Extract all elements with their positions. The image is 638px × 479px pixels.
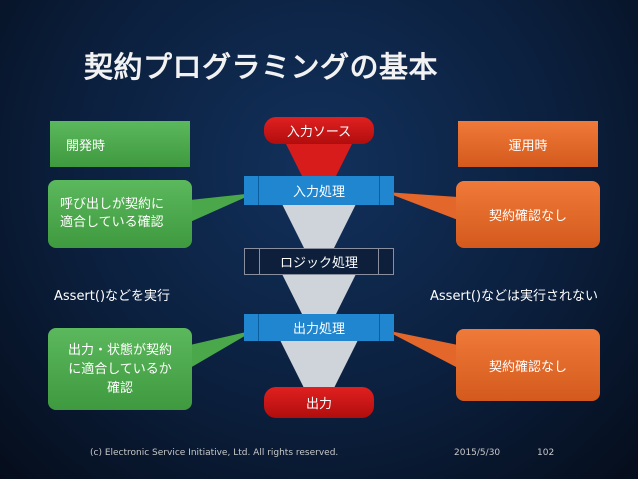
orange-pointer-input — [385, 192, 458, 220]
output-process-box: 出力処理 — [244, 314, 394, 341]
run-assert-text: Assert()などは実行されない — [430, 289, 599, 304]
input-source-box: 入力ソース — [264, 117, 374, 144]
output-box: 出力 — [264, 387, 374, 418]
green-pointer-output — [190, 330, 255, 368]
logic-process-box: ロジック処理 — [244, 248, 394, 275]
output-process-label: 出力処理 — [292, 322, 345, 337]
input-process-box: 入力処理 — [244, 176, 394, 205]
input-process-label: 入力処理 — [292, 185, 345, 200]
dev-output-check-line1: 出力・状態が契約 — [67, 342, 172, 358]
dev-assert-text: Assert()などを実行 — [54, 289, 171, 304]
run-output-check-callout: 契約確認なし — [456, 329, 600, 401]
dev-input-check-line1: 呼び出しが契約に — [60, 197, 165, 212]
slide-title: 契約プログラミングの基本 — [84, 50, 439, 84]
footer-copyright: (c) Electronic Service Initiative, Ltd. … — [90, 448, 339, 458]
dev-input-check-callout: 呼び出しが契約に 適合している確認 — [48, 180, 192, 248]
dev-time-label: 開発時 — [50, 121, 190, 167]
run-input-check-callout: 契約確認なし — [456, 181, 600, 248]
green-pointer-input — [190, 193, 255, 222]
dev-output-check-line3: 確認 — [106, 380, 133, 396]
footer-date: 2015/5/30 — [454, 448, 501, 458]
run-time-label: 運用時 — [458, 121, 598, 167]
footer-page-number: 102 — [537, 448, 555, 458]
logic-process-label: ロジック処理 — [279, 256, 358, 271]
dev-output-check-callout: 出力・状態が契約 に適合しているか 確認 — [48, 328, 192, 410]
dev-input-check-line2: 適合している確認 — [60, 215, 164, 230]
orange-pointer-output — [385, 330, 458, 368]
dev-output-check-line2: に適合しているか — [68, 361, 172, 377]
